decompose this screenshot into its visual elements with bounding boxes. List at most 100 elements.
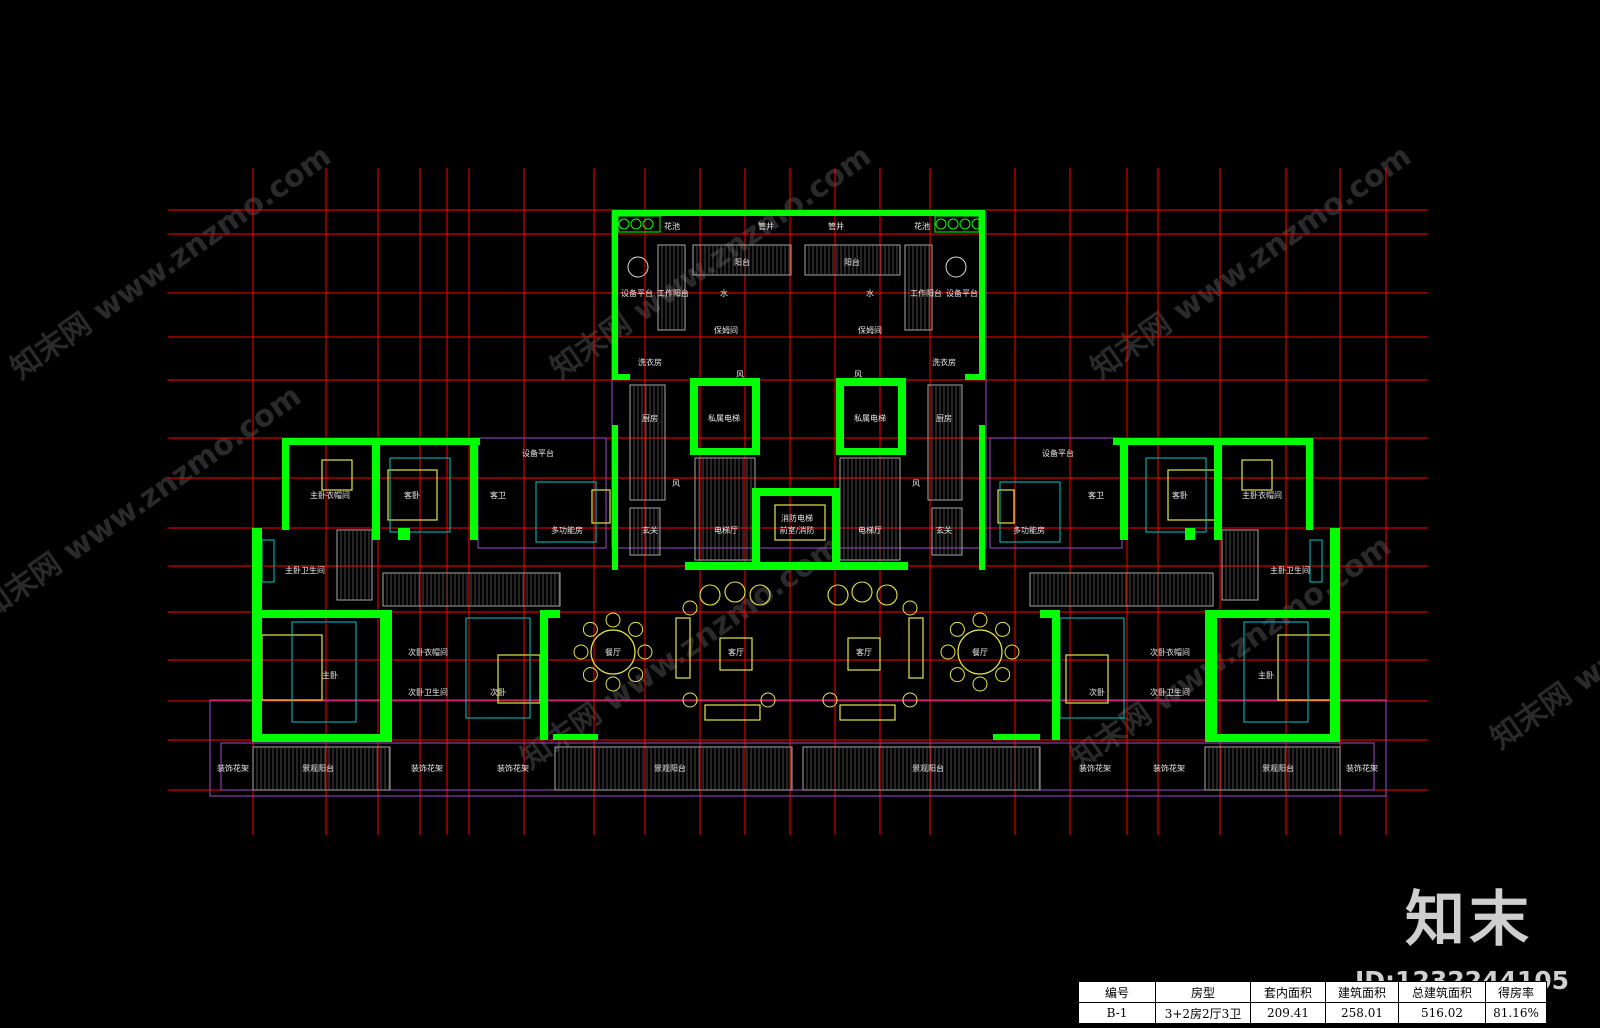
room-label: 客卧 <box>1172 490 1188 500</box>
planter-plant <box>642 218 654 230</box>
dining-chair <box>573 644 589 660</box>
furniture-piece <box>774 504 826 541</box>
room-label: 次卧 <box>1089 687 1105 697</box>
watermark: 知末网 www.znzmo.com <box>1085 139 1418 387</box>
room-label: 多功能房 <box>1013 525 1045 535</box>
room-label: 装饰花架 <box>1153 763 1185 773</box>
hatch-outline <box>629 507 661 556</box>
value-cell: 209.41 <box>1250 1002 1326 1024</box>
label-layer: 花池花池管井管井阳台阳台设备平台工作阳台工作阳台设备平台水水保姆间保姆间洗衣房洗… <box>217 221 1378 773</box>
wall-segment <box>1040 610 1060 618</box>
header-cell: 得房率 <box>1485 981 1547 1003</box>
wall-segment <box>1205 610 1217 740</box>
exhaust-fan <box>627 256 649 278</box>
wall-segment <box>380 610 392 740</box>
outline <box>209 699 1387 797</box>
room-label: 风 <box>854 370 862 379</box>
wall-segment <box>836 448 906 455</box>
coffee-table <box>719 637 753 671</box>
fixture <box>1243 621 1309 723</box>
side-table <box>682 692 698 708</box>
wall-segment <box>282 438 289 530</box>
hatch-outline <box>694 457 756 561</box>
room-label: 设备平台 <box>522 448 554 458</box>
wall-segment <box>540 610 548 740</box>
armchair <box>876 584 898 606</box>
room-label: 餐厅 <box>972 648 988 657</box>
furniture-piece <box>839 704 896 721</box>
planter-plant <box>971 218 983 230</box>
side-table <box>760 692 776 708</box>
room-label: 次卧衣帽间 <box>408 647 448 657</box>
room-label: 玄关 <box>936 525 952 535</box>
room-label: 主卧衣帽间 <box>310 490 350 500</box>
wall-segment <box>685 562 908 570</box>
header-cell: 编号 <box>1078 981 1156 1003</box>
planter-plant <box>947 218 959 230</box>
furniture-piece <box>321 459 353 491</box>
planter-plant <box>630 218 642 230</box>
exhaust-fan <box>945 256 967 278</box>
wall-segment <box>690 378 760 386</box>
wall-segment <box>252 610 392 618</box>
room-label: 设备平台 <box>946 288 978 298</box>
room-label: 客厅 <box>856 647 872 657</box>
room-label: 装饰花架 <box>497 763 529 773</box>
furniture-piece <box>997 489 1015 524</box>
wall-segment <box>252 734 392 742</box>
wall-segment <box>993 734 1040 740</box>
hatch-outline <box>1221 529 1259 601</box>
planter-box <box>617 215 661 233</box>
hatch-outline <box>927 384 963 501</box>
wall-segment <box>1214 438 1222 540</box>
room-label: 玄关 <box>642 525 658 535</box>
side-table <box>682 600 698 616</box>
room-label: 次卧 <box>490 687 506 697</box>
room-label: 厨房 <box>642 413 658 423</box>
room-label: 主卧 <box>1258 670 1274 680</box>
dining-chair <box>628 621 644 637</box>
hatch-outline <box>839 457 901 561</box>
value-cell: B-1 <box>1078 1002 1156 1024</box>
dining-chair <box>949 621 965 637</box>
room-label: 阳台 <box>734 257 750 267</box>
room-label: 工作阳台 <box>657 288 689 298</box>
furniture-piece <box>387 469 438 521</box>
fixture <box>261 539 275 583</box>
side-table <box>902 692 918 708</box>
wall-segment <box>836 378 906 386</box>
dining-chair <box>1004 644 1020 660</box>
dining-table <box>590 629 636 675</box>
room-label: 水 <box>720 288 728 298</box>
room-label: 工作阳台 <box>910 288 942 298</box>
room-label: 水 <box>866 288 874 298</box>
dining-chair <box>582 667 598 683</box>
room-label: 主卧 <box>322 670 338 680</box>
room-label: 装饰花架 <box>1079 763 1111 773</box>
dining-chair <box>995 667 1011 683</box>
header-cell: 套内面积 <box>1250 981 1326 1003</box>
armchair <box>699 584 721 606</box>
fixture <box>1145 457 1207 533</box>
wall-segment <box>752 378 760 455</box>
wall-segment <box>836 378 844 455</box>
watermark: 知末网 www.znzmo.com <box>5 139 338 387</box>
room-label: 主卧卫生间 <box>285 565 325 575</box>
hatch-outline <box>1029 572 1214 607</box>
room-label: 客厅 <box>728 647 744 657</box>
room-label: 装饰花架 <box>411 763 443 773</box>
wall-segment <box>752 488 760 570</box>
room-label: 消防电梯 <box>781 513 813 523</box>
fixture <box>1309 539 1323 583</box>
room-label: 前室/消防 <box>780 525 815 535</box>
planter-plant <box>618 218 630 230</box>
dining-chair <box>605 676 621 692</box>
fixture <box>535 481 597 543</box>
planter-plant <box>935 218 947 230</box>
wall-segment <box>979 210 985 380</box>
fixture <box>291 621 357 723</box>
brand-logo: 知末 <box>1405 885 1533 955</box>
dining-chair <box>949 667 965 683</box>
wall-segment <box>252 528 262 740</box>
hatch-outline <box>336 529 373 601</box>
